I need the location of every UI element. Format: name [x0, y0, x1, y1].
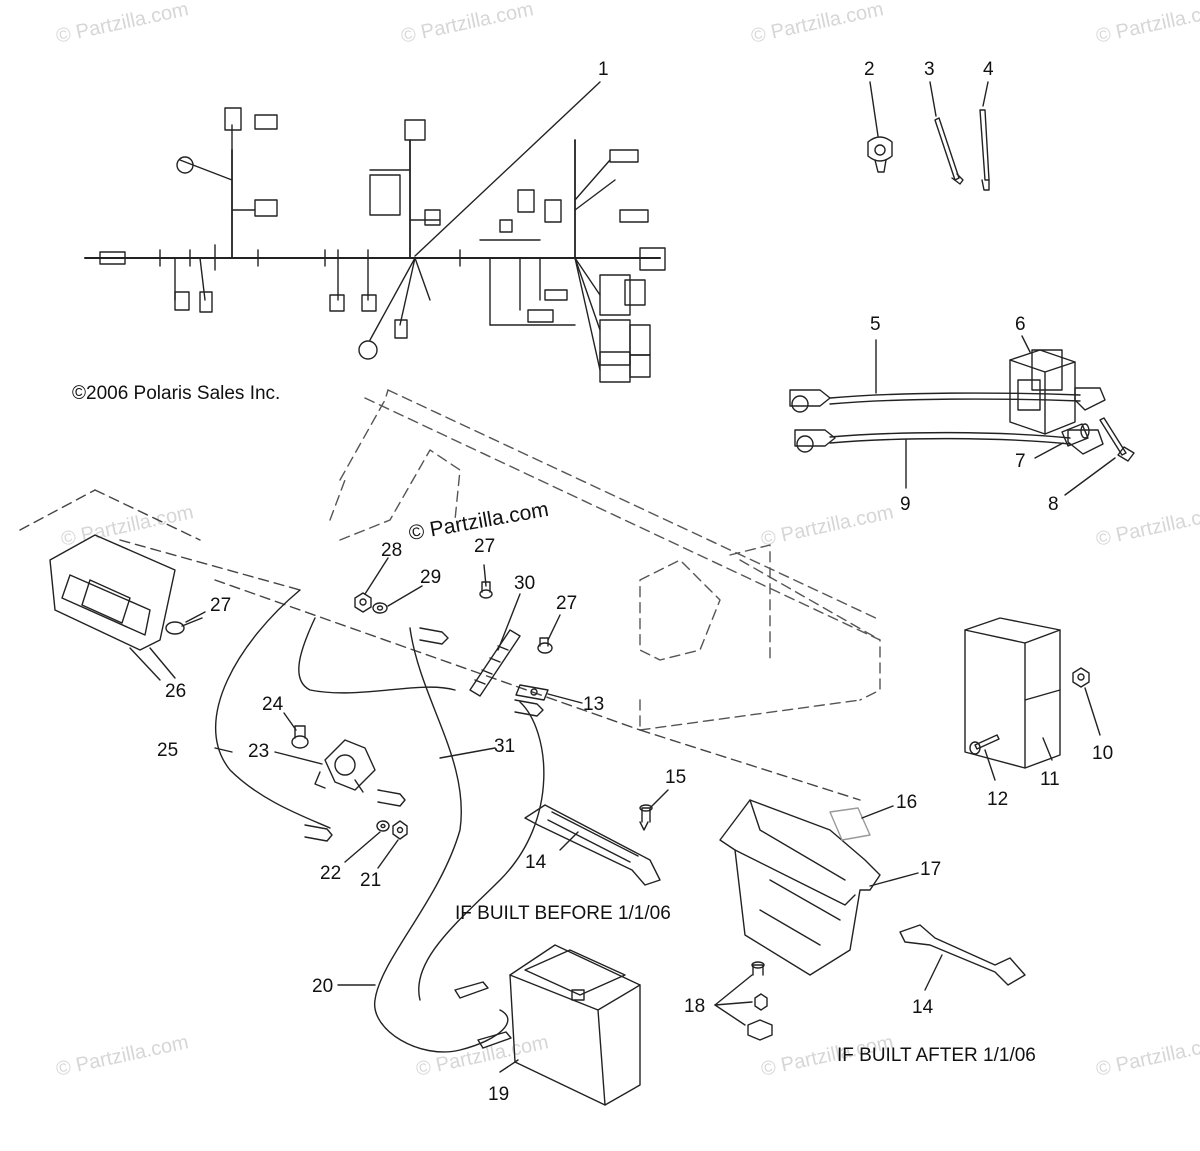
callout-9: 9: [900, 494, 911, 515]
holddown-part-14-after: [899, 924, 1026, 986]
callout-8: 8: [1048, 494, 1059, 515]
callout-15: 15: [665, 767, 687, 788]
callout-3: 3: [924, 59, 935, 80]
callout-20: 20: [312, 976, 334, 997]
module-part-26: [49, 534, 176, 651]
callout-12: 12: [987, 789, 1009, 810]
bolt-part-8: [1099, 417, 1135, 462]
holddown-part-14-before: [524, 804, 661, 886]
callout-23: 23: [248, 741, 270, 762]
callout-19: 19: [488, 1084, 510, 1105]
callout-27a: 27: [210, 595, 232, 616]
spacer-part-7: [1061, 423, 1090, 447]
fasteners-part-18: [747, 961, 773, 1041]
callout-2: 2: [864, 59, 875, 80]
screw-part-27a: [165, 617, 203, 635]
starter-solenoid-part-23: [314, 739, 376, 793]
screw-part-24: [291, 725, 309, 749]
callout-22: 22: [320, 863, 342, 884]
callout-11: 11: [1040, 769, 1060, 790]
ignition-coil-part-6: [1009, 349, 1076, 435]
callout-25: 25: [157, 740, 179, 761]
callout-26: 26: [165, 681, 187, 702]
callout-27c: 27: [556, 593, 578, 614]
note-built-before: IF BUILT BEFORE 1/1/06: [455, 903, 671, 924]
callout-7: 7: [1015, 451, 1026, 472]
callout-13: 13: [583, 694, 605, 715]
cable-tie-part-3: [934, 117, 964, 185]
note-built-after: IF BUILT AFTER 1/1/06: [837, 1045, 1036, 1066]
callout-28: 28: [381, 540, 403, 561]
nut-part-10: [1072, 667, 1090, 688]
wiring-harness: [84, 107, 666, 383]
cable-tie-part-4: [979, 109, 990, 191]
bolt-part-15: [639, 804, 653, 831]
plug-wire-part-5: [789, 387, 1106, 413]
callout-18: 18: [684, 996, 706, 1017]
washer-part-29: [372, 602, 388, 614]
callout-4: 4: [983, 59, 994, 80]
callout-1: 1: [598, 59, 609, 80]
battery-box-part-17: [719, 799, 881, 976]
frame: [329, 389, 881, 731]
terminal-block-part-30: [469, 629, 521, 697]
callout-29: 29: [420, 567, 442, 588]
callout-17: 17: [920, 859, 942, 880]
callout-27b: 27: [474, 536, 496, 557]
callout-10: 10: [1092, 743, 1114, 764]
callout-21: 21: [360, 870, 382, 891]
bolt-part-12: [969, 734, 1000, 755]
leader-line: [414, 81, 601, 257]
copyright-notice: ©2006 Polaris Sales Inc.: [72, 383, 281, 404]
screw-part-27c: [537, 637, 553, 654]
cable-part-25: [214, 589, 456, 829]
ecu-part-11: [964, 617, 1061, 769]
battery-part-19: [509, 944, 641, 1106]
label-part-16: [829, 807, 871, 841]
nut-part-21: [392, 820, 408, 840]
callout-30: 30: [514, 573, 536, 594]
callout-24: 24: [262, 694, 284, 715]
callout-5: 5: [870, 314, 881, 335]
bracket-part-13: [515, 684, 549, 701]
cable-part-31: [374, 627, 545, 1053]
callout-31: 31: [494, 736, 516, 757]
callout-6: 6: [1015, 314, 1026, 335]
plug-wire-part-9: [794, 429, 1104, 455]
washer-part-22: [376, 820, 390, 832]
callout-14b: 14: [912, 997, 934, 1018]
clip-part-2: [867, 136, 893, 173]
nut-part-28: [354, 592, 372, 613]
callout-16: 16: [896, 792, 918, 813]
callout-14a: 14: [525, 852, 547, 873]
